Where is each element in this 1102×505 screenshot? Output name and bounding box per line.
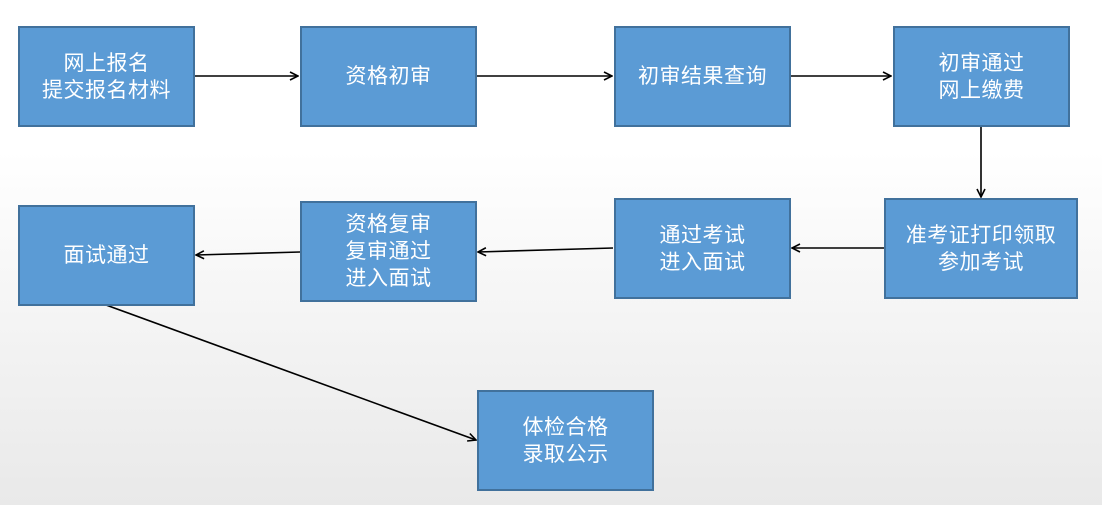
node-text-line: 参加考试 — [938, 249, 1024, 274]
node-second-review: 资格复审 复审通过 进入面试 — [300, 201, 477, 302]
node-text-line: 初审通过 — [938, 50, 1025, 75]
node-review-result-query: 初审结果查询 — [614, 26, 791, 127]
arrow-interview-passed-to-physical-exam — [105, 304, 476, 440]
node-physical-exam: 体检合格 录取公示 — [477, 390, 654, 491]
node-text-line: 通过考试 — [659, 222, 746, 247]
node-interview-passed: 面试通过 — [18, 205, 195, 306]
node-text-line: 资格复审 — [345, 212, 432, 236]
node-text-line: 录取公示 — [522, 441, 609, 466]
node-text-line: 面试通过 — [63, 243, 150, 267]
node-text-line: 提交报名材料 — [42, 77, 171, 102]
node-online-registration: 网上报名 提交报名材料 — [18, 26, 195, 127]
node-text-line: 网上报名 — [63, 50, 150, 75]
node-text-line: 初审结果查询 — [638, 64, 767, 88]
node-text-line: 准考证打印领取 — [905, 222, 1057, 247]
node-text-line: 复审通过 — [345, 239, 432, 263]
node-text-line: 资格初审 — [345, 64, 432, 88]
arrow-second-review-to-interview-passed — [196, 252, 301, 255]
node-text-line: 网上缴费 — [938, 77, 1025, 102]
node-pass-exam: 通过考试 进入面试 — [614, 198, 791, 299]
node-text-line: 进入面试 — [345, 266, 432, 290]
arrow-pass-exam-to-second-review — [478, 248, 614, 252]
node-admission-ticket: 准考证打印领取 参加考试 — [884, 198, 1078, 299]
node-online-payment: 初审通过 网上缴费 — [893, 26, 1070, 127]
node-initial-review: 资格初审 — [300, 26, 477, 127]
node-text-line: 进入面试 — [659, 249, 746, 274]
node-text-line: 体检合格 — [522, 414, 609, 439]
